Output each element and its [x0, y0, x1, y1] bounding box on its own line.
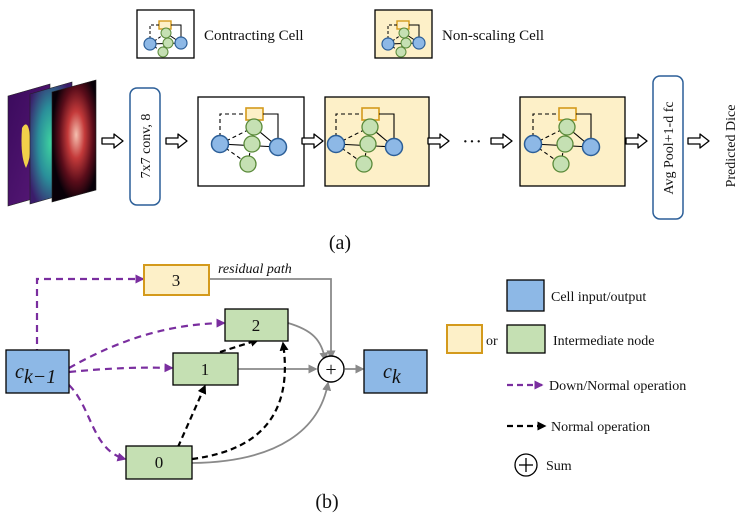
sum-label: Sum — [546, 459, 572, 474]
node-2-label: 2 — [252, 316, 261, 335]
legend-intermediate: or Intermediate node — [446, 324, 654, 354]
conv-layer-block: 7x7 conv, 8 — [129, 87, 161, 206]
flow-arrow-icon — [165, 133, 188, 149]
flow-arrow-icon — [687, 133, 710, 149]
predicted-dice-label: Predicted Dice — [724, 105, 739, 188]
or-label: or — [486, 334, 498, 349]
sum-node: + — [317, 355, 345, 383]
output-node-sub: k — [392, 366, 402, 388]
legend-nonscaling-cell: Non-scaling Cell — [374, 9, 544, 59]
nonscaling-cell-label: Non-scaling Cell — [442, 28, 544, 44]
caption-a: (a) — [329, 232, 351, 254]
legend-normal: Normal operation — [507, 420, 650, 435]
node-1-label: 1 — [201, 360, 210, 379]
normal-label: Normal operation — [551, 420, 650, 435]
flow-arrow-icon — [625, 133, 648, 149]
cell-contracting — [197, 96, 305, 187]
pool-fc-label: Avg Pool+1-d fc — [662, 101, 677, 194]
cell-io-label: Cell input/output — [551, 290, 646, 305]
legend-down-normal: Down/Normal operation — [507, 379, 686, 394]
node-0: 0 — [125, 445, 193, 480]
mri-input-stack — [7, 79, 97, 207]
legend-cell-io: Cell input/output — [506, 279, 646, 312]
flow-arrow-icon — [301, 133, 324, 149]
cell-nonscaling-1 — [324, 96, 430, 187]
input-node-sub: k−1 — [24, 366, 56, 388]
input-node-main: c — [15, 361, 24, 383]
flow-arrow-icon — [490, 133, 513, 149]
tumor-mask-blob — [21, 124, 31, 168]
node-1: 1 — [172, 352, 239, 386]
intermediate-label: Intermediate node — [553, 334, 654, 349]
node-2: 2 — [224, 308, 289, 342]
node-3-label: 3 — [172, 271, 181, 290]
intermediate-yellow-swatch — [446, 324, 483, 354]
sum-symbol: + — [325, 359, 336, 381]
residual-path-label: residual path — [218, 262, 292, 277]
down-normal-edges — [35, 274, 226, 462]
legend-sum: Sum — [514, 453, 572, 477]
svg-text:ck−1: ck−1 — [15, 361, 56, 388]
down-normal-label: Down/Normal operation — [549, 379, 686, 394]
cell-io-swatch — [506, 279, 545, 312]
sum-edges — [191, 278, 365, 464]
cell-nonscaling-n — [519, 96, 626, 187]
contracting-cell-label: Contracting Cell — [204, 28, 304, 44]
node-output: ck — [363, 349, 428, 394]
pool-fc-block: Avg Pool+1-d fc — [652, 75, 684, 220]
conv-layer-label: 7x7 conv, 8 — [139, 114, 154, 179]
ellipsis: ··· — [462, 131, 482, 153]
node-0-label: 0 — [155, 453, 164, 472]
output-node-main: c — [383, 361, 392, 383]
caption-b: (b) — [315, 491, 338, 513]
normal-edges — [176, 337, 289, 461]
intermediate-green-swatch — [506, 324, 546, 354]
flow-arrow-icon — [101, 133, 124, 149]
legend-contracting-cell: Contracting Cell — [136, 9, 304, 59]
flow-arrow-icon — [427, 133, 450, 149]
mri-slice-3 — [51, 79, 97, 203]
node-3: 3 — [143, 264, 210, 296]
node-input: ck−1 — [5, 349, 70, 394]
svg-text:ck: ck — [383, 361, 402, 388]
